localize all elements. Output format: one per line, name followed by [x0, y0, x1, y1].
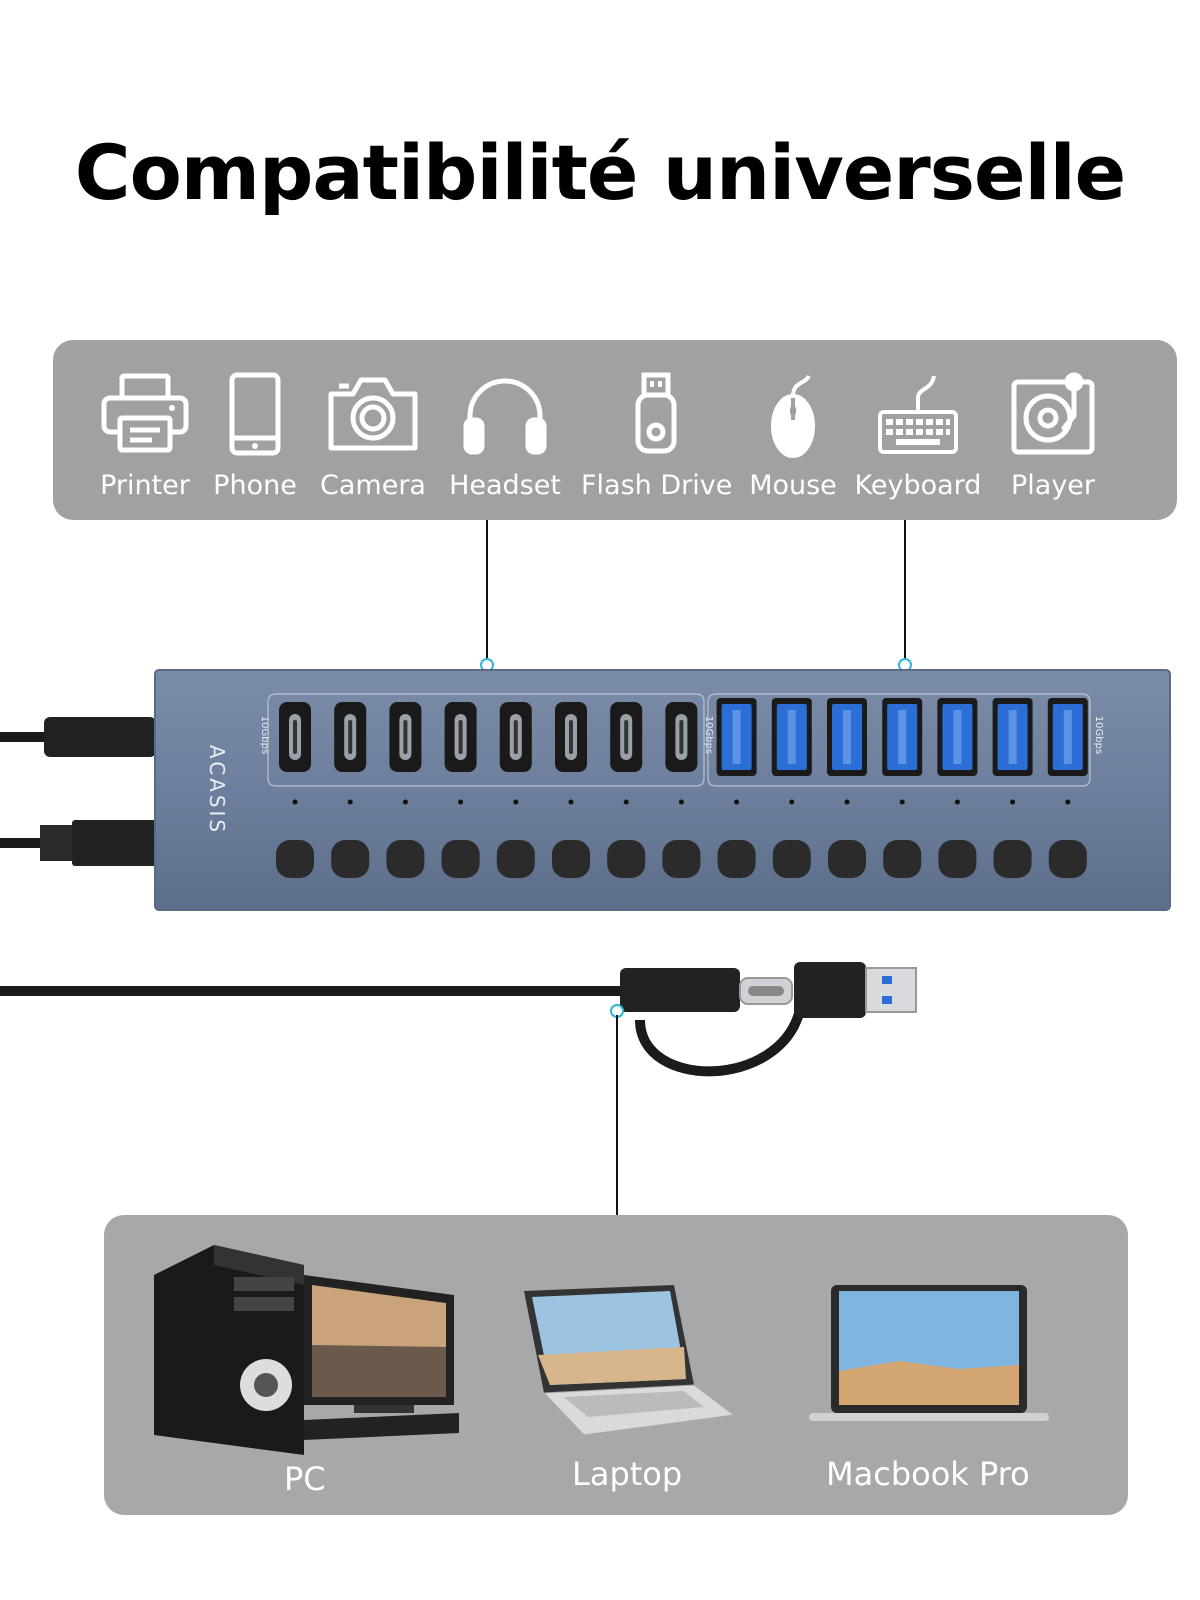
host-cable [0, 962, 917, 1077]
power-switch[interactable] [496, 840, 535, 878]
usb-hub: ACASIS 10Gbps 10Gbps 10Gbps [0, 669, 1171, 911]
laptop-icon [524, 1285, 736, 1436]
power-switch[interactable] [1048, 840, 1087, 878]
player-icon [1011, 372, 1095, 455]
connector-line [904, 520, 906, 660]
device-keyboard: Keyboard [853, 340, 983, 520]
device-label: Phone [213, 470, 297, 501]
device-label: Headset [449, 470, 561, 501]
usb-c-port[interactable] [389, 702, 422, 772]
usb-a-port[interactable] [827, 698, 867, 776]
computer-label: PC [284, 1460, 326, 1498]
device-label: Keyboard [854, 470, 982, 501]
usb-c-port[interactable] [555, 702, 587, 772]
port-led [513, 799, 519, 805]
power-switch[interactable] [276, 840, 314, 878]
device-headset: Headset [445, 340, 565, 520]
device-phone: Phone [205, 340, 305, 520]
computer-label: Macbook Pro [826, 1455, 1030, 1493]
connector-line [486, 520, 488, 660]
usb-a-port[interactable] [937, 698, 978, 776]
port-led [402, 799, 408, 805]
camera-icon [328, 377, 418, 451]
power-switch[interactable] [993, 840, 1032, 878]
flash-drive-icon [635, 372, 677, 454]
usb-a-port[interactable] [992, 698, 1033, 776]
usb-a-port[interactable] [771, 698, 812, 776]
port-led [678, 799, 684, 805]
port-led [734, 799, 740, 805]
device-mouse: Mouse [743, 340, 843, 520]
port-led [844, 799, 850, 805]
power-switch[interactable] [938, 840, 977, 878]
computer-label: Laptop [572, 1455, 683, 1493]
printer-icon [101, 373, 189, 453]
power-switch[interactable] [441, 840, 480, 878]
keyboard-icon [878, 375, 958, 454]
connector-line [616, 1015, 618, 1215]
computer-panel: PC Laptop Macbook Pro [104, 1215, 1128, 1515]
port-led [458, 799, 464, 805]
port-led [789, 799, 795, 805]
usb-c-speed-label: 10Gbps [259, 716, 270, 754]
headset-icon [463, 378, 547, 455]
port-led [568, 799, 574, 805]
power-switch[interactable] [772, 840, 811, 878]
port-led [623, 799, 629, 805]
usb-c-port[interactable] [665, 702, 698, 772]
port-led [954, 799, 960, 805]
port-led [1065, 799, 1071, 805]
usb-c-port[interactable] [499, 702, 532, 772]
power-switch[interactable] [883, 840, 922, 878]
mouse-icon [771, 374, 815, 458]
device-label: Flash Drive [581, 470, 733, 501]
usb-c-port[interactable] [279, 702, 311, 772]
power-switch[interactable] [607, 840, 646, 878]
device-flash-drive: Flash Drive [581, 340, 733, 520]
pc-icon [154, 1245, 459, 1455]
hub-brand: ACASIS [205, 745, 229, 835]
device-label: Camera [320, 470, 426, 501]
usb-a-speed-label-right: 10Gbps [1093, 716, 1104, 754]
power-switch[interactable] [662, 840, 701, 878]
usb-a-port[interactable] [882, 698, 923, 776]
port-led [347, 799, 353, 805]
port-led [899, 799, 905, 805]
page-title: Compatibilité universelle [74, 128, 1126, 217]
device-label: Player [1010, 470, 1096, 501]
power-switch[interactable] [386, 840, 425, 878]
usb-c-port[interactable] [334, 702, 367, 772]
device-printer: Printer [93, 340, 197, 520]
phone-icon [229, 372, 281, 456]
usb-a-port[interactable] [716, 698, 757, 776]
device-label: Printer [100, 470, 190, 501]
device-label: Mouse [749, 470, 837, 501]
power-switch[interactable] [331, 840, 370, 878]
device-panel: Printer Phone Camera Headset [53, 340, 1177, 520]
power-switch[interactable] [552, 840, 590, 878]
usb-c-port[interactable] [610, 702, 643, 772]
power-switch[interactable] [828, 840, 866, 878]
power-switch[interactable] [717, 840, 756, 878]
usb-c-port[interactable] [444, 702, 477, 772]
usb-a-port[interactable] [1047, 698, 1088, 776]
macbook-icon [809, 1285, 1049, 1421]
device-camera: Camera [313, 340, 433, 520]
port-led [1010, 799, 1016, 805]
port-led [292, 799, 298, 805]
device-player: Player [1003, 340, 1103, 520]
